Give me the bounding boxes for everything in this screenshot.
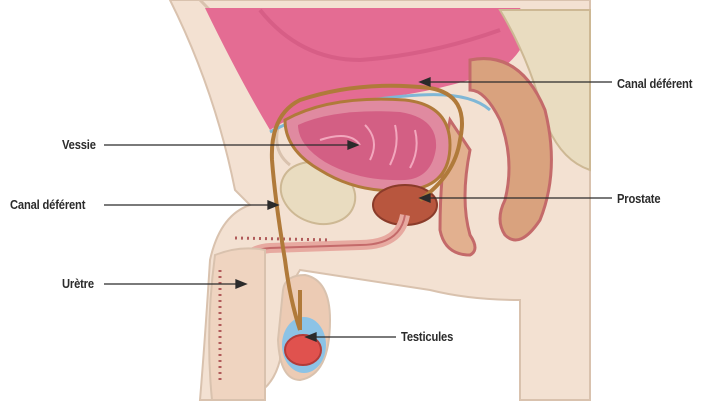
label-canal-deferent-top: Canal déférent [617,76,692,91]
label-uretre: Urètre [62,276,94,291]
penis [209,248,265,400]
label-prostate: Prostate [617,191,660,206]
label-testicules: Testicules [401,329,453,344]
label-canal-deferent-left: Canal déférent [10,197,85,212]
label-vessie: Vessie [62,137,96,152]
